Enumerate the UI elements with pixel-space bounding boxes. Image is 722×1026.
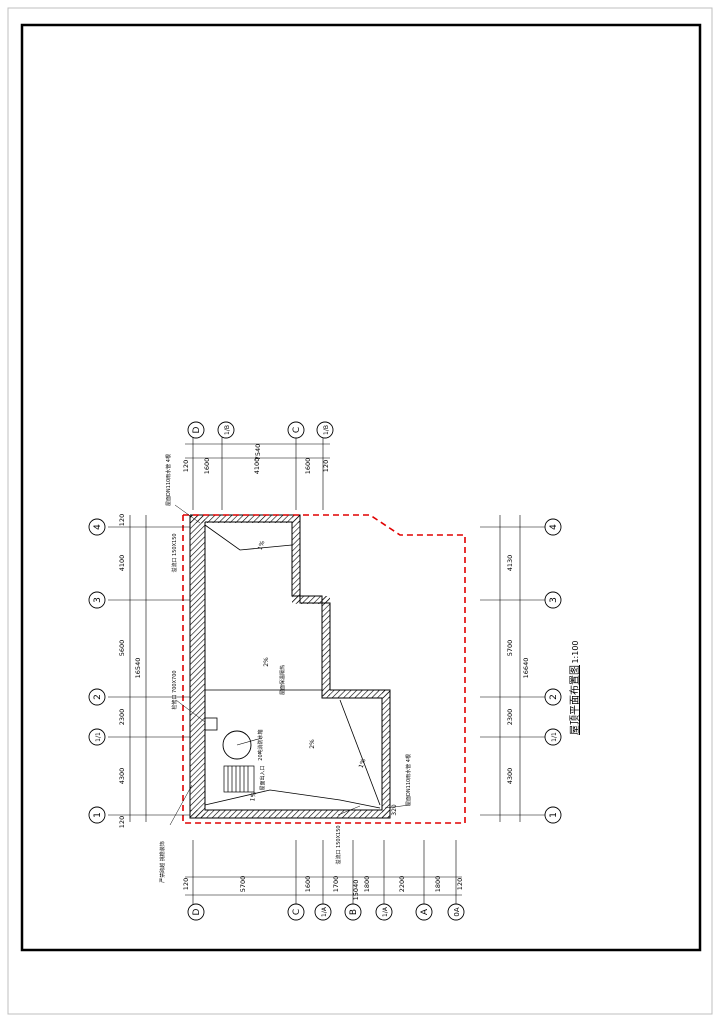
note-overflow-bottom: 溢流口 150X150 bbox=[335, 825, 342, 864]
water-tank bbox=[222, 730, 252, 760]
bottom-axis-label: 3 bbox=[549, 597, 559, 603]
left-axis-label: B bbox=[349, 909, 359, 915]
slope-label: 2% bbox=[309, 739, 316, 749]
note-top-right: 屋面DN110雨水管 4根 bbox=[165, 454, 172, 506]
dim-text: 120 bbox=[322, 460, 330, 472]
right-axis-label: 1/B bbox=[224, 425, 231, 435]
dim-text: 16640 bbox=[522, 658, 530, 679]
dim-text: 4100 bbox=[118, 555, 126, 572]
dim-text: 120 bbox=[456, 878, 464, 890]
dim-text: 2200 bbox=[398, 876, 406, 893]
top-axis-label: 4 bbox=[93, 524, 103, 530]
right-axis-lines bbox=[185, 437, 330, 510]
right-axis-label: C bbox=[292, 427, 302, 433]
slope-label: 1% bbox=[257, 540, 267, 552]
left-axis-label: D bbox=[192, 908, 202, 915]
drawing-scale: 1:100 bbox=[571, 640, 580, 663]
bottom-axis-label: 4 bbox=[549, 524, 559, 530]
dim-text: 4130 bbox=[506, 555, 514, 572]
dim-text: 4100 bbox=[253, 458, 261, 475]
roof-hatch bbox=[204, 717, 218, 731]
tank-label: 20吨消防水箱 bbox=[257, 729, 264, 760]
dim-320-label: 320 bbox=[391, 804, 398, 816]
left-axis-label: C bbox=[292, 909, 302, 915]
dim-text: 120 bbox=[118, 514, 126, 526]
note-skylight: 严禁跨越 挑檐装饰 bbox=[159, 841, 166, 883]
drawing-title-group: 屋顶平面布置图 1:100 bbox=[569, 640, 581, 735]
stair-label: 屋面出入口 bbox=[259, 765, 266, 790]
left-axis-label: 1/A bbox=[382, 906, 389, 917]
dim-text: 16540 bbox=[134, 658, 142, 679]
dim-text: 7540 bbox=[254, 444, 262, 461]
dim-text: 2300 bbox=[506, 709, 514, 726]
left-axis-label: 0A bbox=[453, 907, 461, 916]
top-axis-label: 1/1 bbox=[95, 732, 102, 742]
bottom-axis-lines bbox=[480, 515, 556, 822]
drainage-lines bbox=[204, 524, 381, 809]
dim-text: 4300 bbox=[118, 768, 126, 785]
top-axis-lines bbox=[108, 515, 190, 822]
dim-text: 15040 bbox=[352, 880, 360, 901]
dim-text: 5700 bbox=[506, 640, 514, 657]
note-bottom-right: 屋面DN110雨水管 4根 bbox=[405, 754, 412, 806]
left-axis-label: A bbox=[420, 908, 430, 915]
dim-text: 120 bbox=[182, 460, 190, 472]
top-axis-label: 3 bbox=[93, 597, 103, 603]
dim-text: 1800 bbox=[363, 876, 371, 893]
right-axis-label: D bbox=[192, 426, 202, 433]
note-overflow-top: 溢流口 150X150 bbox=[171, 533, 178, 572]
top-axis-label: 1 bbox=[93, 812, 103, 818]
dim-text: 1800 bbox=[434, 876, 442, 893]
page-inner-border bbox=[20, 23, 702, 952]
left-axis-lines bbox=[185, 840, 462, 905]
parapet-hatch bbox=[190, 515, 390, 818]
left-axis-bubbles bbox=[187, 903, 465, 921]
dim-text: 1600 bbox=[304, 458, 312, 475]
dim-text: 5700 bbox=[239, 876, 247, 893]
slope-label: 1% bbox=[249, 791, 258, 802]
bottom-axis-label: 1 bbox=[549, 812, 559, 818]
bottom-axis-label: 1/1 bbox=[551, 732, 558, 742]
stair-access bbox=[223, 765, 255, 793]
right-axis-bubbles bbox=[187, 421, 334, 439]
bottom-axis-bubbles bbox=[544, 518, 562, 824]
dim-text: 5600 bbox=[118, 640, 126, 657]
page-outer-border bbox=[7, 7, 713, 1015]
bottom-axis-label: 2 bbox=[549, 694, 559, 700]
slope-label: 1% bbox=[358, 758, 368, 770]
roof-label: 屋面保温隔热 bbox=[279, 665, 286, 695]
roof-outline bbox=[189, 514, 391, 819]
slope-label: 2% bbox=[263, 657, 270, 667]
leader-lines bbox=[169, 504, 411, 826]
drawing-title: 屋顶平面布置图 bbox=[569, 665, 581, 735]
dim-text: 1600 bbox=[203, 458, 211, 475]
note-hatch: 检修口 700X700 bbox=[171, 670, 178, 709]
dim-text: 1700 bbox=[332, 876, 340, 893]
dim-text: 120 bbox=[118, 816, 126, 828]
dim-text: 1600 bbox=[304, 876, 312, 893]
top-axis-bubbles bbox=[88, 518, 106, 824]
dim-text: 2300 bbox=[118, 709, 126, 726]
right-axis-label: 1/B bbox=[323, 425, 330, 435]
dim-text: 120 bbox=[182, 878, 190, 890]
top-axis-label: 2 bbox=[93, 694, 103, 700]
dim-text: 4300 bbox=[506, 768, 514, 785]
left-axis-label: 1/A bbox=[321, 906, 328, 917]
